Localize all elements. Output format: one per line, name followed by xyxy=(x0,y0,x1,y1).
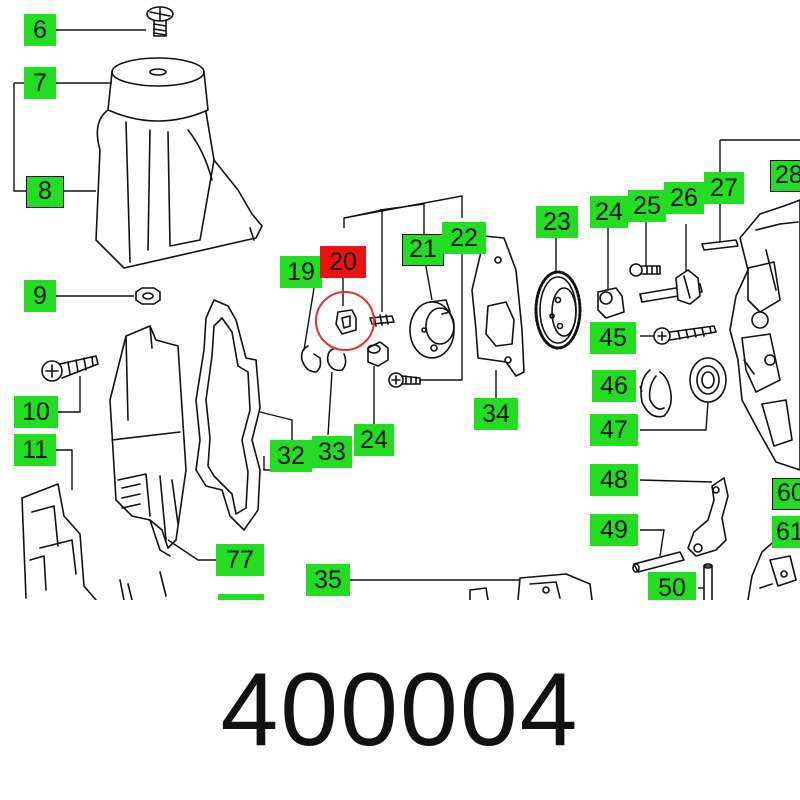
callout-partial-bottom xyxy=(218,594,264,600)
part-77-motor-housing xyxy=(109,325,187,557)
part-25-screw xyxy=(629,263,661,277)
part-27-pin xyxy=(701,239,739,251)
callout-26: 26 xyxy=(664,182,704,214)
part-26-shaft xyxy=(639,269,703,305)
callout-60: 60 xyxy=(772,478,800,510)
callout-21: 21 xyxy=(402,234,444,266)
part-50-pin xyxy=(703,563,713,600)
part-48-lever xyxy=(687,477,729,557)
part-33-ring xyxy=(326,347,347,372)
callout-25: 25 xyxy=(628,190,666,222)
callout-8: 8 xyxy=(26,176,64,208)
callout-50: 50 xyxy=(648,572,696,600)
callout-24-left: 24 xyxy=(354,424,394,456)
callout-11: 11 xyxy=(14,434,56,466)
diagram-drawing xyxy=(13,6,800,600)
callout-47: 47 xyxy=(590,414,638,446)
part-28-housing xyxy=(729,199,800,471)
part-22-screw xyxy=(388,372,421,388)
callout-45: 45 xyxy=(590,322,636,354)
part-45-screw xyxy=(653,325,717,345)
callout-9: 9 xyxy=(24,280,56,312)
part-24-cylinder xyxy=(367,341,389,367)
exploded-parts-diagram: 6 7 8 9 10 11 19 20 21 22 23 24 25 26 27… xyxy=(13,6,800,600)
callout-20: 20 xyxy=(320,246,366,278)
callout-48: 48 xyxy=(590,464,638,496)
part-20-bushing xyxy=(335,309,357,335)
callout-7: 7 xyxy=(24,67,56,99)
callout-34: 34 xyxy=(474,398,518,430)
callout-10: 10 xyxy=(14,396,58,428)
part-19-clip xyxy=(300,345,322,373)
part-23-gear xyxy=(534,270,582,350)
part-6-screw xyxy=(146,6,174,37)
part-49-pin xyxy=(632,551,685,573)
part-7-8-housing-cover xyxy=(95,57,263,269)
callout-27: 27 xyxy=(704,172,744,204)
part-9-nut xyxy=(135,287,161,305)
callout-77: 77 xyxy=(216,544,264,576)
part-10-screw xyxy=(41,355,99,382)
part-35-block xyxy=(469,573,593,600)
part-11-bracket xyxy=(21,483,97,600)
callout-22: 22 xyxy=(442,222,486,254)
highlight-circle xyxy=(315,291,375,351)
part-32-gasket xyxy=(195,299,261,531)
callout-33: 33 xyxy=(312,436,352,468)
part-46-snapring xyxy=(640,369,672,418)
callout-6: 6 xyxy=(24,14,56,46)
callout-35: 35 xyxy=(306,564,350,596)
callout-32: 32 xyxy=(270,440,312,472)
part-24-sleeve xyxy=(597,287,625,319)
callout-46: 46 xyxy=(592,370,636,402)
part-34-plate xyxy=(471,235,525,377)
part-47-bearing xyxy=(689,357,727,403)
callout-28: 28 xyxy=(770,160,800,192)
part-number: 400004 xyxy=(220,652,580,768)
callout-19: 19 xyxy=(280,256,322,288)
part-21-disc xyxy=(409,299,455,359)
callout-24-right: 24 xyxy=(590,196,628,228)
callout-23: 23 xyxy=(536,206,578,238)
callout-49: 49 xyxy=(590,514,638,546)
callout-61: 61 xyxy=(772,516,800,548)
